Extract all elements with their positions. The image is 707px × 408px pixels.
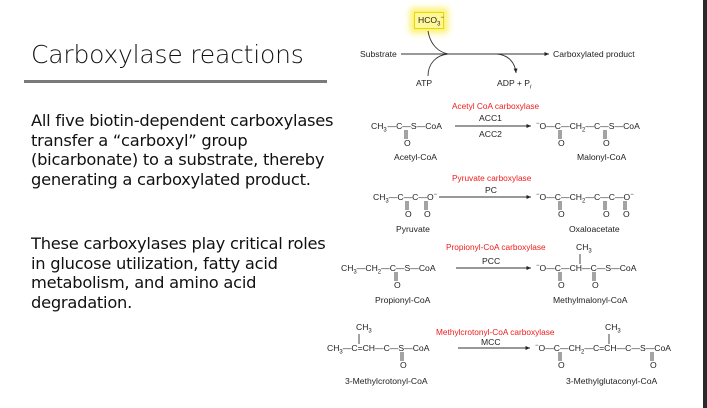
methylcrotonyl-coa-oxygen: O [400, 360, 407, 370]
enzyme-label-mcc: Methylcrotonyl-CoA carboxylase [436, 327, 555, 337]
acetyl-coa-oxygen: O [404, 138, 411, 148]
enzyme-label-acc: Acetyl CoA carboxylase [452, 101, 540, 111]
methylmalonyl-coa-structure: −O—C—CH—C—S—CoA [536, 263, 637, 273]
oxaloacetate-oxygen-2: O [603, 209, 610, 219]
propionyl-coa-oxygen: O [394, 280, 401, 290]
malonyl-coa-oxygen-2: O [603, 138, 610, 148]
methylglutaconyl-coa-structure: −O—C—CH2—C=CH—C—S—CoA [535, 343, 672, 356]
pyruvate-name: Pyruvate [396, 224, 430, 234]
bicarbonate-label: HCO3− [418, 15, 444, 28]
propionyl-coa-structure: CH3—CH2—C—S—CoA [341, 263, 436, 276]
acetyl-coa-name: Acetyl-CoA [394, 152, 437, 162]
malonyl-coa-name: Malonyl-CoA [577, 152, 627, 162]
pyruvate-oxygen-2: O [424, 209, 431, 219]
isoform-pc: PC [485, 185, 497, 195]
methylmalonyl-coa-methyl: CH3 [576, 242, 592, 255]
acetyl-coa-structure: CH3 —C—S—CoA [371, 121, 442, 134]
isoform-pcc: PCC [482, 256, 501, 266]
methylcrotonyl-coa-structure: CH3—C=CH—C—S—CoA [327, 343, 430, 356]
atp-label: ATP [416, 78, 433, 88]
malonyl-coa-structure: −O—C—CH2—C—S—CoA [536, 121, 640, 134]
pyruvate-oxygen-1: O [405, 209, 412, 219]
methylglutaconyl-coa-oxygen-2: O [650, 360, 657, 370]
window-edge [703, 0, 707, 408]
enzyme-label-pcc: Propionyl-CoA carboxylase [446, 242, 546, 252]
substrate-label: Substrate [360, 49, 397, 59]
enzyme-label-pc: Pyruvate carboxylase [452, 173, 532, 183]
oxaloacetate-oxygen-3: O [623, 209, 630, 219]
body-paragraph-1: All five biotin-dependent carboxylases t… [31, 111, 334, 189]
carboxylated-product-label: Carboxylated product [553, 49, 635, 59]
oxaloacetate-structure: −O—C—CH2—C—C—O− [536, 192, 634, 205]
oxaloacetate-name: Oxaloacetate [569, 224, 620, 234]
isoform-mcc: MCC [481, 337, 501, 347]
isoform-acc1: ACC1 [479, 113, 502, 123]
slide-title: Carboxylase reactions [31, 40, 304, 69]
methylcrotonyl-coa-name: 3-Methylcrotonyl-CoA [345, 376, 428, 386]
bicarbonate-highlight [414, 12, 444, 29]
body-paragraph-2: These carboxylases play critical roles i… [31, 234, 326, 312]
propionyl-coa-name: Propionyl-CoA [375, 295, 431, 305]
methylcrotonyl-coa-methyl: CH3 [356, 322, 372, 335]
title-underline [24, 80, 327, 83]
methylglutaconyl-coa-name: 3-Methylglutaconyl-CoA [566, 376, 658, 386]
pyruvate-structure: CH3—C—C—O− [373, 192, 438, 205]
methylglutaconyl-coa-oxygen-1: O [558, 360, 565, 370]
adp-pi-label: ADP + Pi [497, 78, 532, 91]
isoform-acc2: ACC2 [479, 129, 502, 139]
malonyl-coa-oxygen-1: O [558, 138, 565, 148]
methylmalonyl-coa-oxygen-1: O [558, 280, 565, 290]
methylmalonyl-coa-name: Methylmalonyl-CoA [553, 295, 628, 305]
oxaloacetate-oxygen-1: O [558, 209, 565, 219]
methylglutaconyl-coa-methyl: CH3 [605, 322, 621, 335]
methylmalonyl-coa-oxygen-2: O [592, 280, 599, 290]
